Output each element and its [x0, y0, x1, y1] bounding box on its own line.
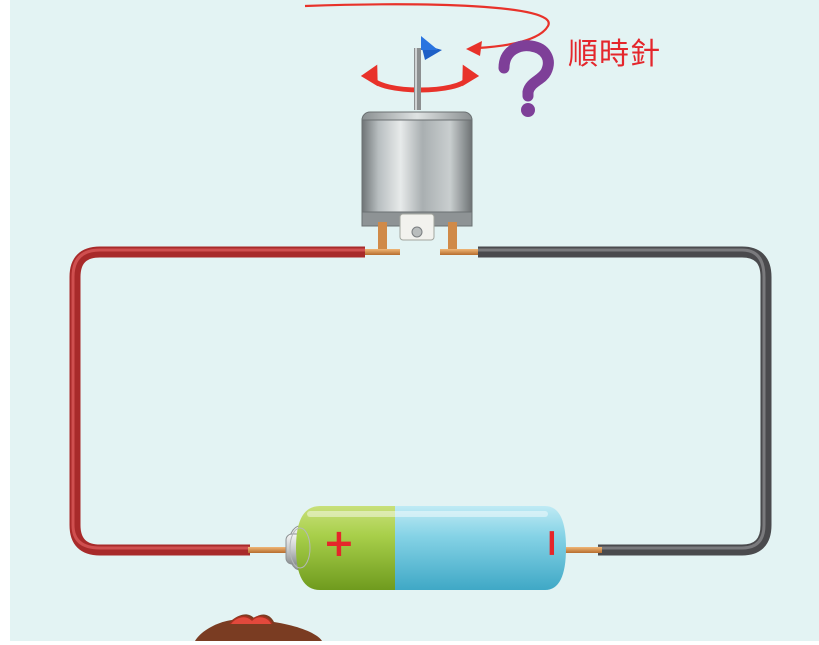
motor-terminal-right: [448, 222, 457, 254]
motor-shaft: [414, 48, 421, 110]
motor-terminal-left: [378, 222, 387, 254]
rotation-arrow-right-head: [462, 64, 480, 87]
battery-minus-sign: −: [530, 527, 575, 559]
character-head-partial: [195, 614, 322, 641]
motor: [361, 111, 473, 254]
pointer-arrow-head: [466, 41, 482, 56]
rotation-arrow-left-head: [360, 64, 378, 87]
battery-body: [395, 506, 566, 590]
battery-positive-end: [296, 506, 395, 590]
question-mark-icon: [498, 40, 554, 117]
battery-plus-sign: +: [323, 521, 355, 565]
battery: [285, 506, 566, 590]
red-wire: [69, 246, 365, 556]
clockwise-label: 順時針: [568, 37, 661, 72]
